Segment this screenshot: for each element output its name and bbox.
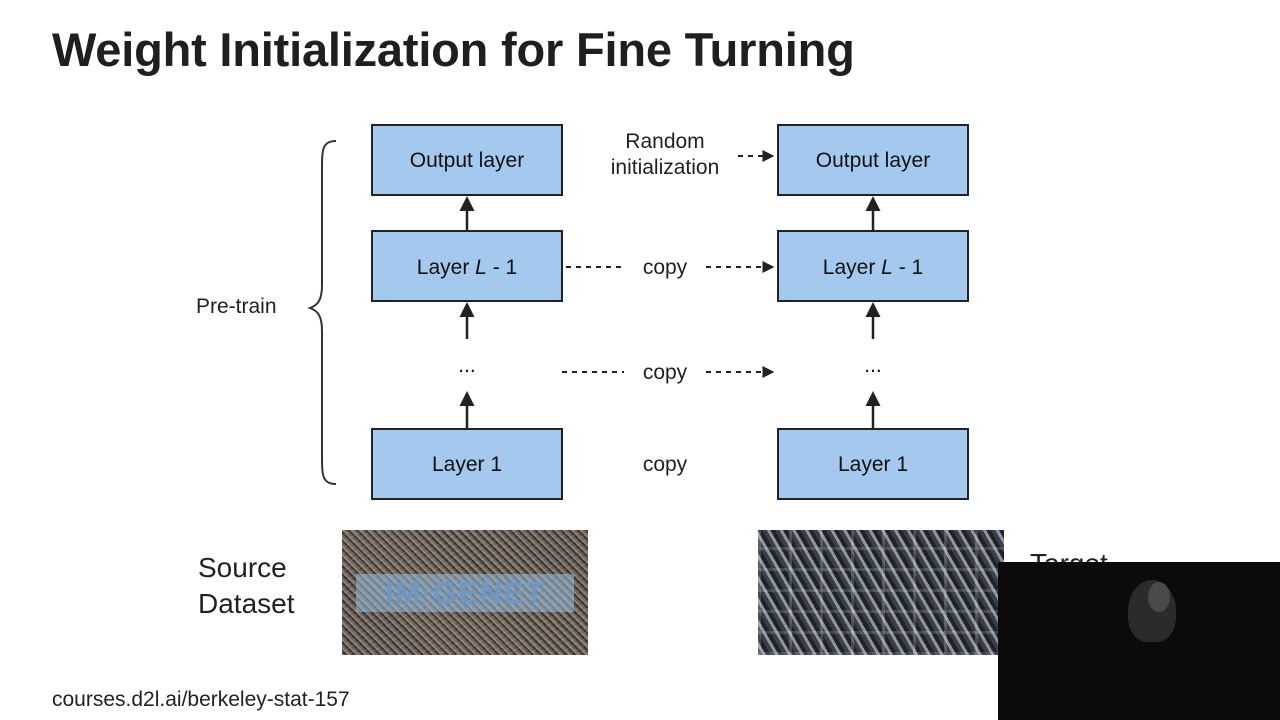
pretrain-label: Pre-train bbox=[196, 295, 277, 318]
right-output-layer-box bbox=[777, 124, 969, 196]
source-label-line2: Dataset bbox=[198, 588, 295, 619]
footer-url: courses.d2l.ai/berkeley-stat-157 bbox=[52, 688, 350, 711]
left-output-layer-label: Output layer bbox=[410, 149, 524, 172]
copy-layer-1-label: copy bbox=[643, 453, 688, 476]
imagenet-logo: IM·GENET bbox=[356, 574, 574, 612]
pretrain-brace bbox=[307, 140, 337, 485]
right-layer-l-box bbox=[777, 230, 969, 302]
right-layer-1-box bbox=[777, 428, 969, 500]
random-label-line2: initialization bbox=[611, 156, 720, 179]
left-layer-1-label: Layer 1 bbox=[432, 453, 502, 476]
left-ellipsis: ... bbox=[458, 354, 476, 377]
source-dataset-image: IM·GENET bbox=[342, 530, 588, 655]
speaker-face bbox=[1148, 582, 1170, 612]
left-output-layer-box bbox=[371, 124, 563, 196]
right-layer-l-label: Layer L - 1 bbox=[823, 256, 923, 279]
speaker-video-overlay bbox=[998, 562, 1280, 720]
copy-layer-l-label: copy bbox=[643, 256, 688, 279]
source-dataset-label: Source Dataset bbox=[198, 550, 295, 622]
target-dataset-image bbox=[758, 530, 1004, 655]
source-label-line1: Source bbox=[198, 552, 287, 583]
left-layer-l-label: Layer L - 1 bbox=[417, 256, 517, 279]
copy-middle-label: copy bbox=[643, 361, 688, 384]
right-output-layer-label: Output layer bbox=[816, 149, 930, 172]
right-ellipsis: ... bbox=[864, 354, 882, 377]
left-layer-l-box bbox=[371, 230, 563, 302]
slide-title: Weight Initialization for Fine Turning bbox=[52, 23, 855, 76]
right-layer-1-label: Layer 1 bbox=[838, 453, 908, 476]
random-label-line1: Random bbox=[625, 130, 704, 153]
left-layer-1-box bbox=[371, 428, 563, 500]
